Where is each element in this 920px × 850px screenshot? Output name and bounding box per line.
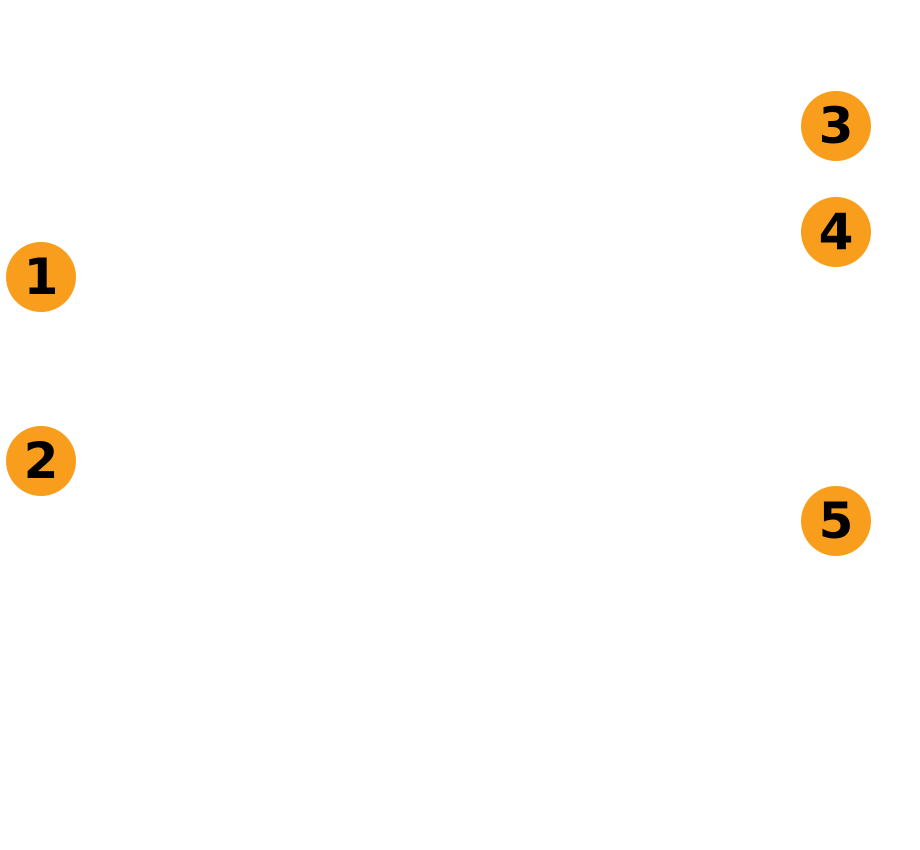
callout-marker-2: 2 bbox=[6, 426, 76, 496]
callout-marker-5: 5 bbox=[801, 486, 871, 556]
callout-marker-1: 1 bbox=[6, 242, 76, 312]
callout-marker-4: 4 bbox=[801, 197, 871, 267]
callout-marker-3: 3 bbox=[801, 91, 871, 161]
